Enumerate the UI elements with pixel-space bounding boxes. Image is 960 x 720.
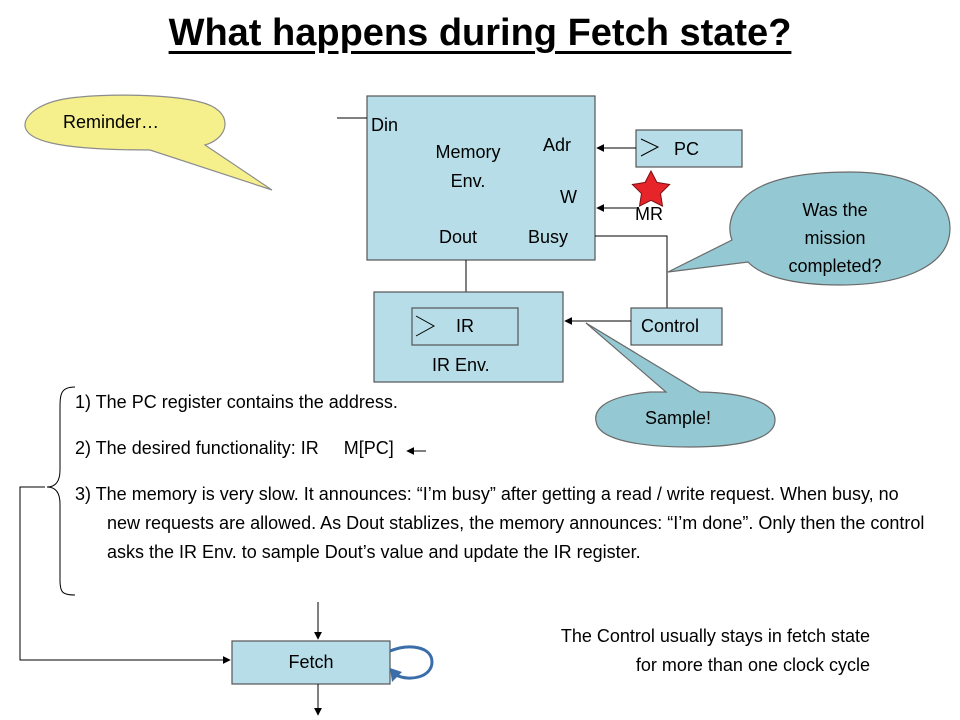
- control-label: Control: [641, 316, 700, 336]
- pc-box: [635, 129, 743, 168]
- memory-label: Memory: [435, 142, 501, 162]
- fetch-self-loop: [389, 645, 434, 680]
- star-icon: [631, 169, 671, 207]
- control-box: [630, 307, 723, 346]
- reminder-callout: [24, 94, 273, 191]
- step-2-prefix: 2) The desired functionality: IR: [75, 438, 319, 458]
- curly-brace: [46, 386, 76, 596]
- din-label: Din: [371, 115, 399, 135]
- w-label: W: [560, 187, 577, 207]
- page-title: What happens during Fetch state?: [168, 12, 792, 54]
- reminder-text: Reminder…: [63, 112, 160, 132]
- step-1: 1) The PC register contains the address.: [75, 392, 398, 412]
- pc-label: PC: [674, 139, 700, 159]
- step-2-suffix: M[PC]: [343, 438, 394, 458]
- adr-label: Adr: [543, 135, 572, 155]
- step-2: 2) The desired functionality: IR M[PC]: [75, 434, 394, 462]
- pc-clock-icon: [640, 138, 660, 157]
- sample-callout: [585, 322, 776, 448]
- busy-to-control-line: [595, 235, 668, 308]
- mission-line-2: mission: [804, 228, 866, 248]
- ir-label: IR: [456, 316, 474, 336]
- memory-env-box: [366, 95, 596, 261]
- note-line-1: The Control usually stays in fetch state: [560, 626, 870, 646]
- brace-to-fetch-arrow: [19, 486, 231, 664]
- mission-callout: [667, 171, 951, 286]
- fetch-label: Fetch: [288, 652, 334, 672]
- step-3-text: 3) The memory is very slow. It announces…: [75, 484, 925, 562]
- mr-label: MR: [635, 204, 663, 224]
- busy-label: Busy: [528, 227, 569, 247]
- ir-box: [411, 307, 519, 346]
- mission-line-3: completed?: [788, 256, 882, 276]
- self-loop-arrowhead: [390, 668, 402, 682]
- fetch-box: [231, 640, 391, 685]
- memory-env-label: Env.: [450, 171, 486, 191]
- sample-text: Sample!: [645, 408, 712, 428]
- dout-label: Dout: [439, 227, 478, 247]
- step-3: 3) The memory is very slow. It announces…: [75, 480, 935, 567]
- ir-clock-icon: [415, 315, 436, 337]
- mission-line-1: Was the: [802, 200, 868, 220]
- note-line-2: for more than one clock cycle: [635, 655, 870, 675]
- ir-env-label: IR Env.: [432, 355, 490, 375]
